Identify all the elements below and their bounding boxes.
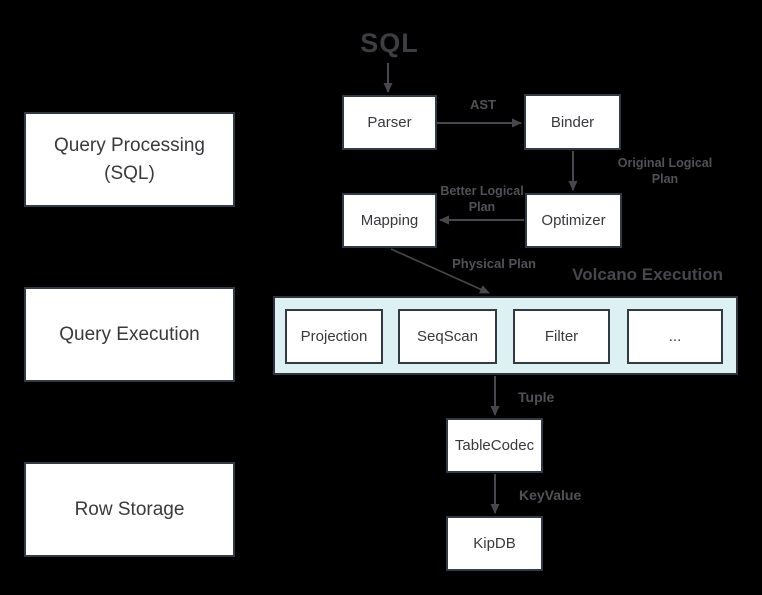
edge-label-physical-plan: Physical Plan xyxy=(452,256,536,271)
edge-label-better-logical-plan: Better Logical Plan xyxy=(440,184,524,214)
node-mapping: Mapping xyxy=(342,193,437,248)
edge-label-original-logical-plan: Original Logical Plan xyxy=(617,156,713,186)
edge-label-ast: AST xyxy=(470,97,496,112)
edge-label-tuple: Tuple xyxy=(518,389,555,405)
operator-projection: Projection xyxy=(285,309,383,364)
node-tablecodec: TableCodec xyxy=(446,418,543,473)
node-binder: Binder xyxy=(524,94,621,150)
stage-box-query-execution: Query Execution xyxy=(24,287,235,382)
node-parser: Parser xyxy=(342,95,437,150)
sql-heading: SQL xyxy=(360,28,419,58)
stage-label-query-processing: Query Processing (SQL) xyxy=(53,134,205,184)
operator-more: ... xyxy=(627,309,723,364)
operator-filter: Filter xyxy=(513,309,610,364)
stage-label-row-storage: Row Storage xyxy=(74,498,185,520)
node-optimizer: Optimizer xyxy=(525,193,622,248)
operator-seqscan: SeqScan xyxy=(398,309,497,364)
volcano-title: Volcano Execution xyxy=(572,265,723,284)
node-kipdb: KipDB xyxy=(446,516,543,571)
stage-label-query-execution: Query Execution xyxy=(59,323,200,345)
stage-box-query-processing: Query Processing (SQL) xyxy=(24,112,235,207)
stage-box-row-storage: Row Storage xyxy=(24,462,235,557)
edge-label-keyvalue: KeyValue xyxy=(519,487,582,503)
volcano-container: Projection SeqScan Filter ... xyxy=(273,296,738,375)
